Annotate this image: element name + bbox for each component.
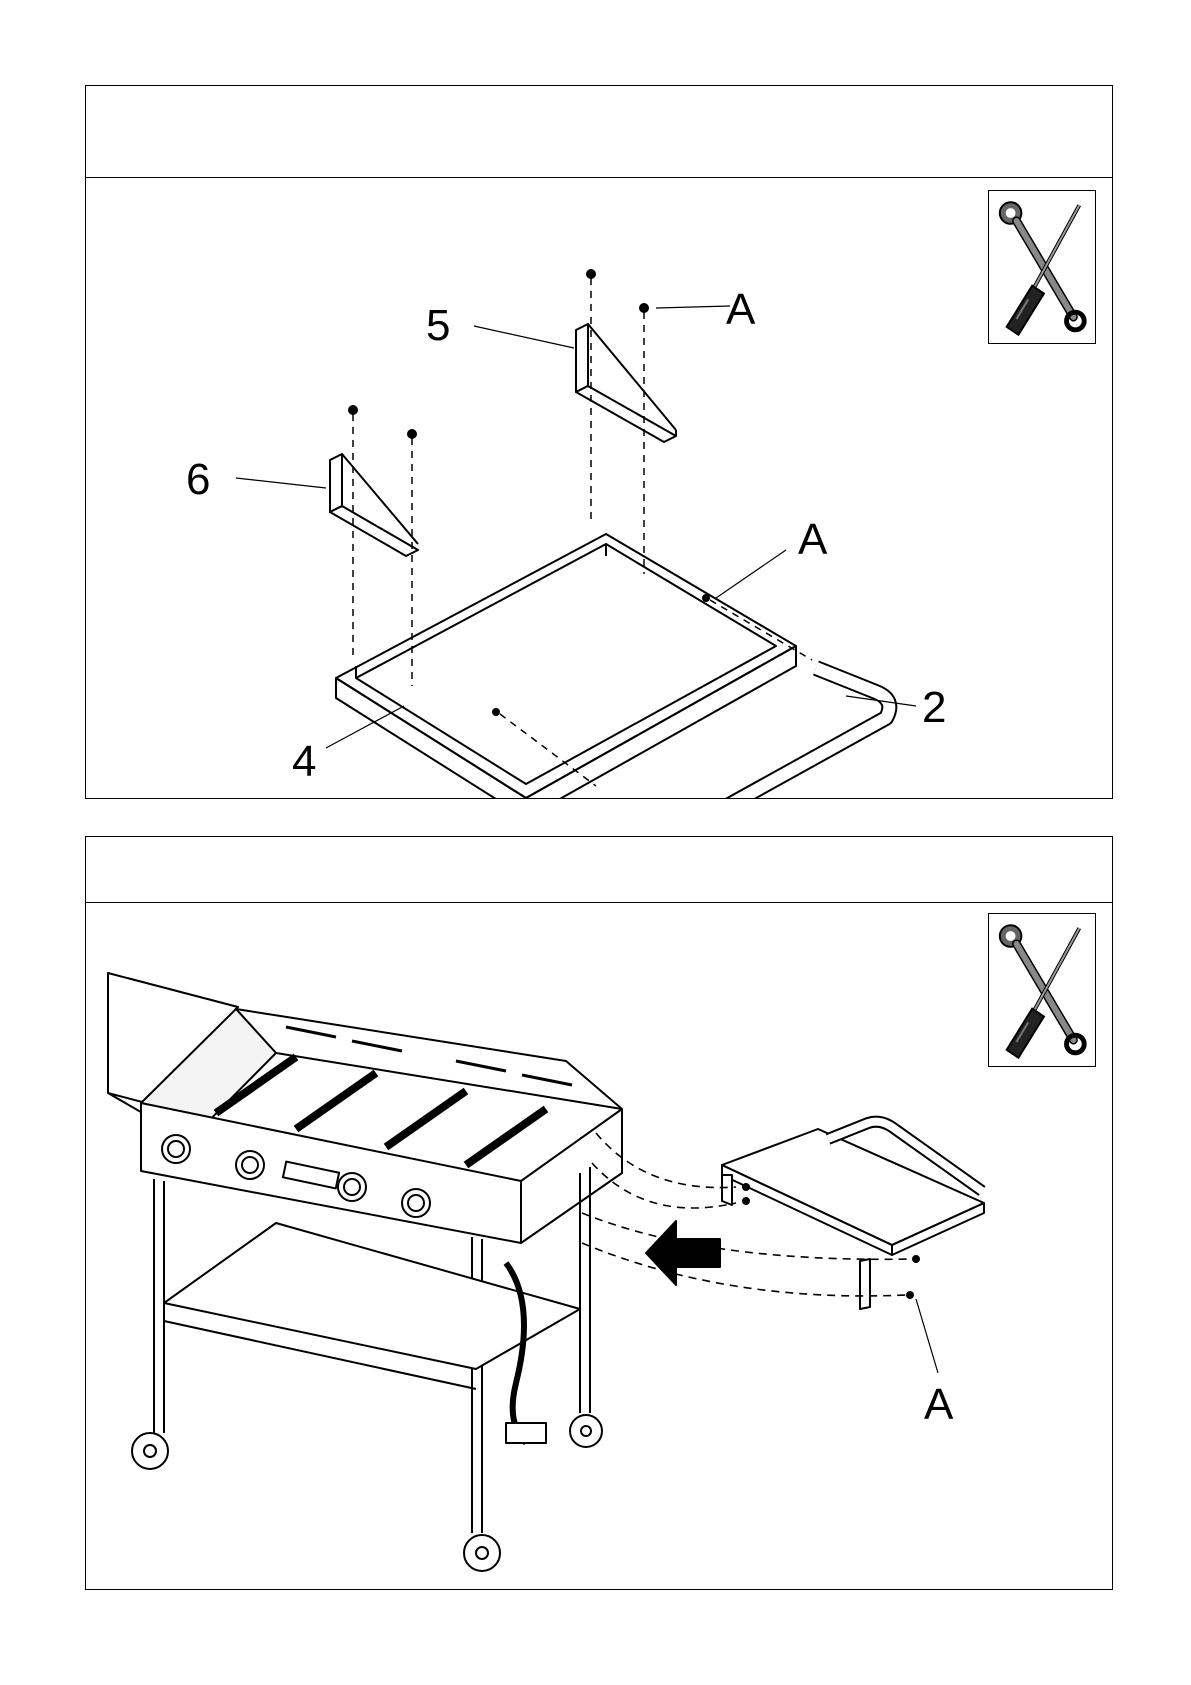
callout-5: 5 bbox=[426, 301, 450, 350]
step-1-drawing: 5 6 A A 4 2 bbox=[86, 178, 1114, 798]
step-2-drawing: A bbox=[86, 903, 1114, 1589]
grill-body bbox=[141, 1009, 622, 1243]
callout-a-top: A bbox=[726, 285, 756, 334]
callout-6: 6 bbox=[186, 455, 210, 504]
callout-a-side: A bbox=[798, 515, 828, 564]
leader-line bbox=[916, 1299, 938, 1373]
side-table-frame bbox=[336, 534, 796, 798]
assembly-step-1: 5 6 A A 4 2 bbox=[85, 85, 1113, 799]
bracket-6 bbox=[330, 454, 418, 556]
callout-2: 2 bbox=[922, 683, 946, 732]
step-1-header bbox=[86, 86, 1112, 178]
assembly-step-2: A bbox=[85, 836, 1113, 1590]
direction-arrow bbox=[646, 1221, 720, 1285]
right-side-shelf bbox=[722, 1122, 984, 1309]
step-2-header bbox=[86, 837, 1112, 903]
callout-a: A bbox=[924, 1380, 954, 1429]
callout-4: 4 bbox=[292, 737, 316, 786]
